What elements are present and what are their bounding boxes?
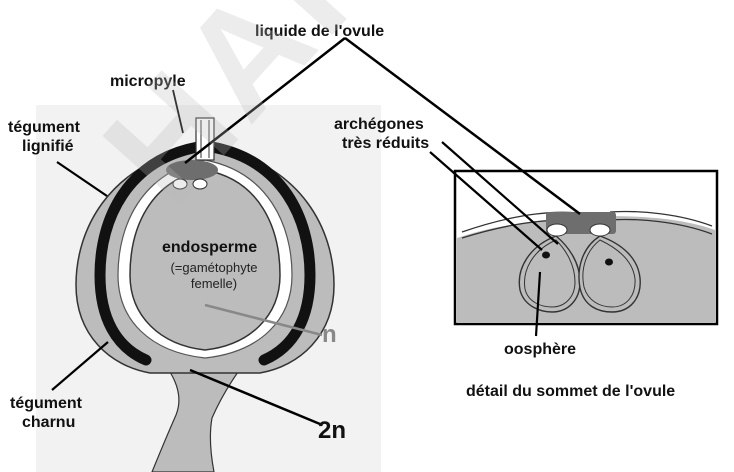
label-2n: 2n [318,418,346,444]
label-tegument-lignifie: tégument lignifié [8,118,80,156]
archegonium-small [193,179,207,189]
archegonium-small [173,179,187,189]
oosphere-nucleus [542,252,550,259]
label-archegones: archégones très réduits [334,115,429,153]
label-tegument-charnu: tégument charnu [10,394,82,432]
oosphere-nucleus [605,259,613,266]
label-oosphere: oosphère [504,340,576,359]
label-gametophyte: (=gamétophyte femelle) [168,260,260,292]
label-liquide-ovule: liquide de l'ovule [255,22,384,41]
label-micropyle: micropyle [110,72,186,91]
ovule-liquid [166,160,218,180]
label-n: n [322,322,337,348]
label-endosperme: endosperme [162,238,257,257]
label-detail-sommet: détail du sommet de l'ovule [466,382,675,401]
